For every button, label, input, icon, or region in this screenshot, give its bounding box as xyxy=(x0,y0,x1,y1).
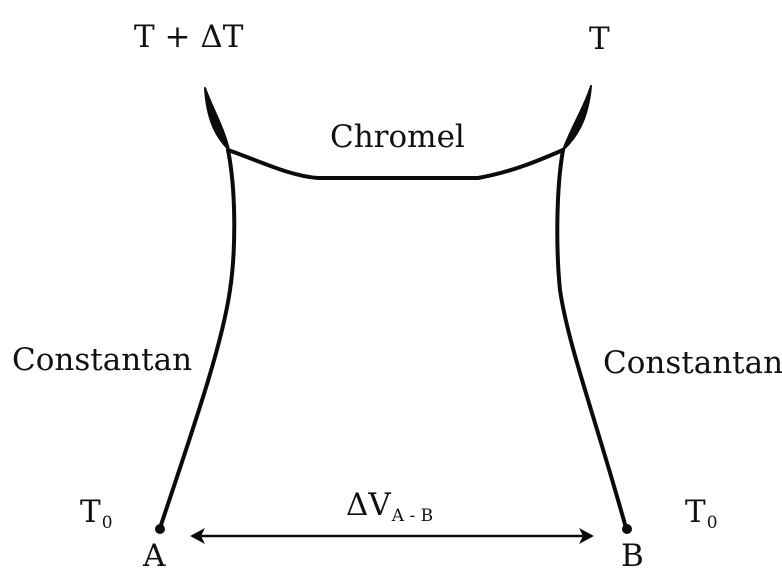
voltage-difference-label: ΔVA - B xyxy=(346,490,433,525)
reference-junction-temp-label: T xyxy=(589,21,610,57)
terminal-a-label: A xyxy=(143,538,166,572)
chromel-wire xyxy=(226,148,565,180)
hot-junction-temp-label: T + ΔT xyxy=(134,19,244,55)
left-terminal-temp-label: T0 xyxy=(80,497,113,532)
left-constantan-wire xyxy=(158,148,237,530)
chromel-label: Chromel xyxy=(330,119,465,155)
right-terminal-temp-sub: 0 xyxy=(706,513,718,533)
right-constantan-wire xyxy=(555,148,628,530)
voltage-sub: A - B xyxy=(391,506,434,526)
right-terminal-temp-label: T0 xyxy=(685,497,718,532)
terminal-a-dot xyxy=(155,524,165,534)
right-terminal-temp-base: T xyxy=(685,494,706,530)
voltage-arrow-right-head xyxy=(579,528,594,544)
terminal-b-dot xyxy=(622,524,632,534)
left-terminal-temp-sub: 0 xyxy=(101,513,113,533)
left-terminal-temp-base: T xyxy=(80,494,101,530)
hot-junction-icon xyxy=(204,87,230,151)
left-constantan-label: Constantan xyxy=(12,342,193,378)
voltage-base: ΔV xyxy=(346,487,391,523)
reference-junction-icon xyxy=(562,85,592,151)
terminal-b-label: B xyxy=(621,538,644,572)
right-constantan-label: Constantan xyxy=(603,345,782,381)
voltage-arrow-left-head xyxy=(190,528,205,544)
